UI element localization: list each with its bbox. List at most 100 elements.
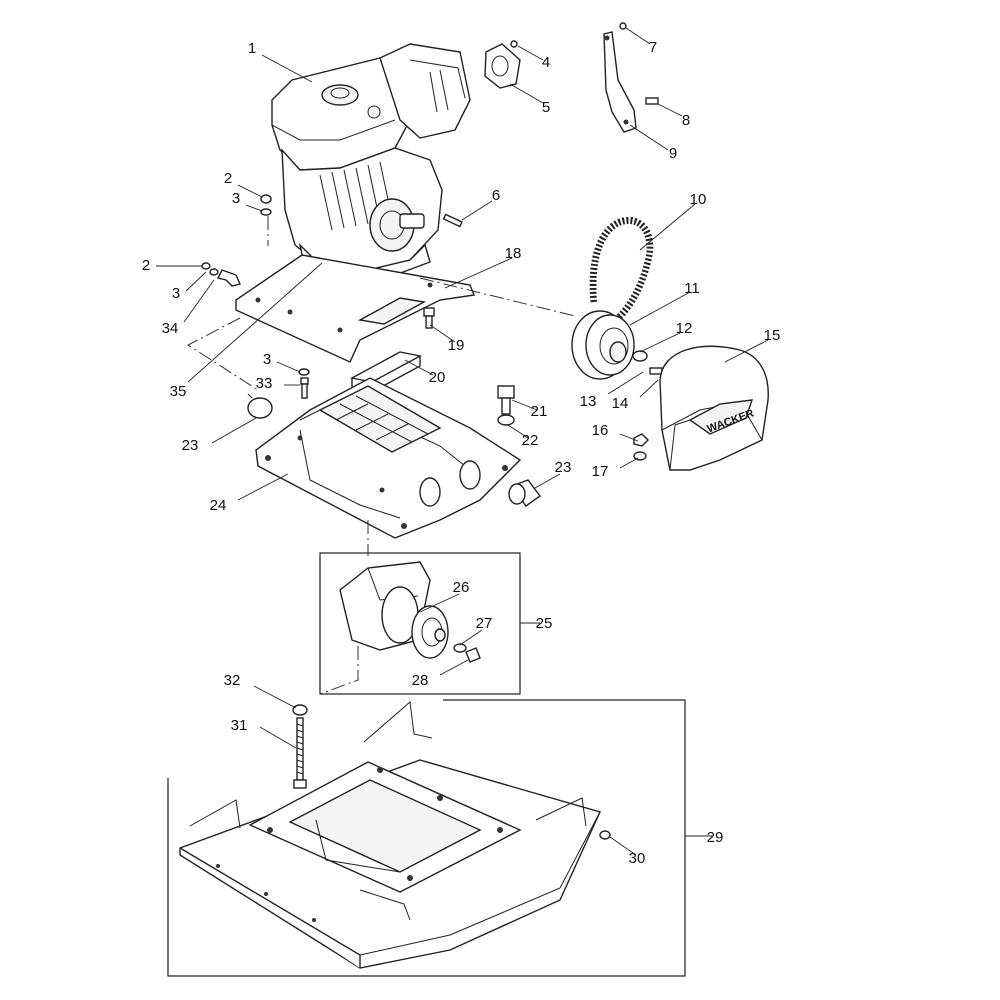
callout-20-leader xyxy=(404,359,434,376)
callout-10: 10 xyxy=(690,191,707,208)
callout-23a: 23 xyxy=(182,437,199,454)
callout-2a-leader xyxy=(237,184,263,198)
callout-20: 20 xyxy=(429,369,446,386)
callout-3c-leader xyxy=(276,361,301,373)
callout-33: 33 xyxy=(256,375,273,392)
nut-30 xyxy=(599,830,611,840)
bolt-19 xyxy=(423,307,435,329)
callout-2a: 2 xyxy=(224,170,232,187)
belt-cover: WACKER xyxy=(659,345,769,471)
callout-4: 4 xyxy=(542,54,550,71)
callout-26-leader xyxy=(419,593,460,613)
callout-30-leader xyxy=(609,836,637,856)
shaft-key xyxy=(442,213,463,228)
callout-31-leader xyxy=(259,726,297,749)
callout-3a: 3 xyxy=(232,190,240,207)
callout-23b-leader xyxy=(534,473,561,489)
callout-3c: 3 xyxy=(263,351,271,368)
callout-24: 24 xyxy=(210,497,227,514)
fasteners-left xyxy=(201,194,272,276)
callout-28-leader xyxy=(439,659,469,676)
callout-26: 26 xyxy=(453,579,470,596)
callout-5-leader xyxy=(509,83,544,104)
callout-7: 7 xyxy=(649,39,657,56)
bolt-33 xyxy=(298,368,310,399)
callout-12: 12 xyxy=(676,320,693,337)
callout-18: 18 xyxy=(505,245,522,262)
base-plate-box xyxy=(167,699,686,977)
engine xyxy=(271,43,471,289)
callout-21-leader xyxy=(511,399,538,411)
callout-27: 27 xyxy=(476,615,493,632)
centerlines xyxy=(187,216,576,695)
nut-washer-16-17 xyxy=(633,433,649,461)
callout-8: 8 xyxy=(682,112,690,129)
callout-19-leader xyxy=(429,324,456,343)
clip-34 xyxy=(216,269,241,287)
callout-32-leader xyxy=(253,685,297,709)
callout-13: 13 xyxy=(580,393,597,410)
callout-25: 25 xyxy=(536,615,553,632)
exciter-housing xyxy=(255,377,522,539)
callout-3b: 3 xyxy=(172,285,180,302)
callout-23b: 23 xyxy=(555,459,572,476)
callout-10-leader xyxy=(639,203,696,251)
callout-8-leader xyxy=(657,103,683,117)
callout-35-leader xyxy=(187,262,323,383)
clutch-pulley xyxy=(571,310,663,380)
callout-11: 11 xyxy=(684,280,700,297)
callout-21: 21 xyxy=(531,403,548,420)
callout-22: 22 xyxy=(522,432,539,449)
callout-34-leader xyxy=(183,279,215,323)
callout-28: 28 xyxy=(412,672,429,689)
bolt-21-22 xyxy=(497,385,515,426)
callout-34: 34 xyxy=(162,320,179,337)
callout-14-leader xyxy=(639,379,659,398)
callout-17-leader xyxy=(619,457,639,469)
lifting-bolt xyxy=(292,704,308,789)
callout-11-leader xyxy=(629,291,691,326)
callout-3a-leader xyxy=(245,204,263,212)
callout-14: 14 xyxy=(612,395,629,412)
callout-6: 6 xyxy=(492,187,500,204)
callout-35: 35 xyxy=(170,383,187,400)
callout-16-leader xyxy=(619,433,639,442)
callout-12-leader xyxy=(639,332,681,353)
callout-13-leader xyxy=(607,371,644,395)
callout-15: 15 xyxy=(764,327,781,344)
callout-18-leader xyxy=(444,257,513,289)
callout-4-leader xyxy=(517,45,544,61)
base-plate xyxy=(179,701,601,969)
callout-9: 9 xyxy=(669,145,677,162)
callout-15-leader xyxy=(724,339,769,363)
callout-31: 31 xyxy=(231,717,248,734)
exciter-assembly-box xyxy=(319,552,521,695)
callout-9-leader xyxy=(629,124,669,151)
v-belt xyxy=(589,217,654,321)
support-bracket xyxy=(603,22,659,133)
callout-23a-leader xyxy=(211,417,257,444)
callout-17: 17 xyxy=(592,463,609,480)
rubber-mount-left xyxy=(247,393,273,419)
exciter-assembly xyxy=(339,561,481,663)
callout-5: 5 xyxy=(542,99,550,116)
callout-30: 30 xyxy=(629,850,646,867)
belt-guard-plate xyxy=(484,40,521,89)
callout-2b: 2 xyxy=(142,257,150,274)
callout-24-leader xyxy=(237,473,289,501)
callout-16: 16 xyxy=(592,422,609,439)
callout-27-leader xyxy=(459,629,483,646)
callout-3b-leader xyxy=(185,271,207,292)
callout-1-leader xyxy=(261,54,313,83)
rubber-mount-right xyxy=(508,479,541,507)
callout-29: 29 xyxy=(707,829,724,846)
callout-19: 19 xyxy=(448,337,465,354)
callout-6-leader xyxy=(461,200,493,221)
callout-32: 32 xyxy=(224,672,241,689)
callout-7-leader xyxy=(625,27,651,45)
callout-1: 1 xyxy=(248,40,256,57)
mounting-plate xyxy=(235,254,475,363)
callout-22-leader xyxy=(507,424,529,439)
